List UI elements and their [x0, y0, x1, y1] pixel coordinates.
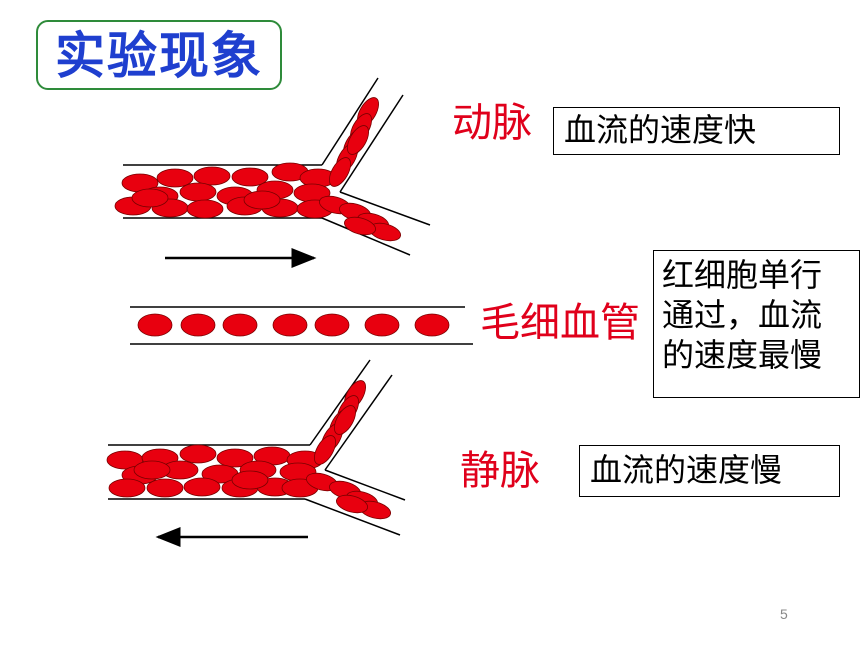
vein-blood-cells: [106, 380, 391, 520]
artery-blood-cells: [114, 97, 401, 242]
red-blood-cell: [216, 448, 254, 468]
red-blood-cell: [108, 478, 146, 498]
page-title: 实验现象: [55, 27, 263, 85]
vein-label: 静脉: [460, 448, 540, 494]
red-blood-cell: [364, 313, 400, 337]
red-blood-cell: [146, 478, 184, 498]
red-blood-cell: [347, 125, 369, 155]
artery-description: 血流的速度快: [553, 107, 840, 155]
capillary-description: 红细胞单行 通过，血流 的速度最慢: [653, 250, 860, 398]
red-blood-cell: [334, 405, 356, 435]
page-number: 5: [780, 606, 788, 622]
vein-description-text: 血流的速度慢: [590, 451, 783, 489]
red-blood-cell: [222, 313, 258, 337]
red-blood-cell: [231, 470, 269, 490]
red-blood-cell: [186, 199, 224, 219]
red-blood-cell: [314, 435, 336, 465]
red-blood-cell: [414, 313, 450, 337]
red-blood-cell: [156, 168, 194, 188]
red-blood-cell: [193, 166, 231, 186]
red-blood-cell: [131, 188, 169, 208]
red-blood-cell: [137, 313, 173, 337]
red-blood-cell: [243, 190, 281, 210]
red-blood-cell: [314, 313, 350, 337]
red-blood-cell: [180, 313, 216, 337]
artery-vessel: [114, 77, 431, 256]
title-box: 实验现象: [36, 20, 282, 90]
capillary-label: 毛细血管: [480, 300, 640, 346]
artery-label: 动脉: [452, 100, 532, 146]
red-blood-cell: [179, 444, 217, 464]
vein-vessel: [106, 359, 406, 536]
capillary-blood-cells: [137, 313, 450, 337]
artery-description-text: 血流的速度快: [564, 111, 757, 149]
vein-description: 血流的速度慢: [579, 445, 840, 497]
red-blood-cell: [344, 216, 376, 236]
red-blood-cell: [133, 460, 171, 480]
red-blood-cell: [231, 167, 269, 187]
red-blood-cell: [179, 182, 217, 202]
red-blood-cell: [336, 494, 368, 514]
red-blood-cell: [183, 477, 221, 497]
capillary-description-line: 通过，血流: [662, 296, 823, 334]
capillary-description-line: 红细胞单行: [662, 256, 823, 294]
red-blood-cell: [272, 313, 308, 337]
red-blood-cell: [329, 157, 351, 187]
capillary-description-line: 的速度最慢: [662, 336, 823, 374]
capillary-vessel: [130, 306, 473, 345]
